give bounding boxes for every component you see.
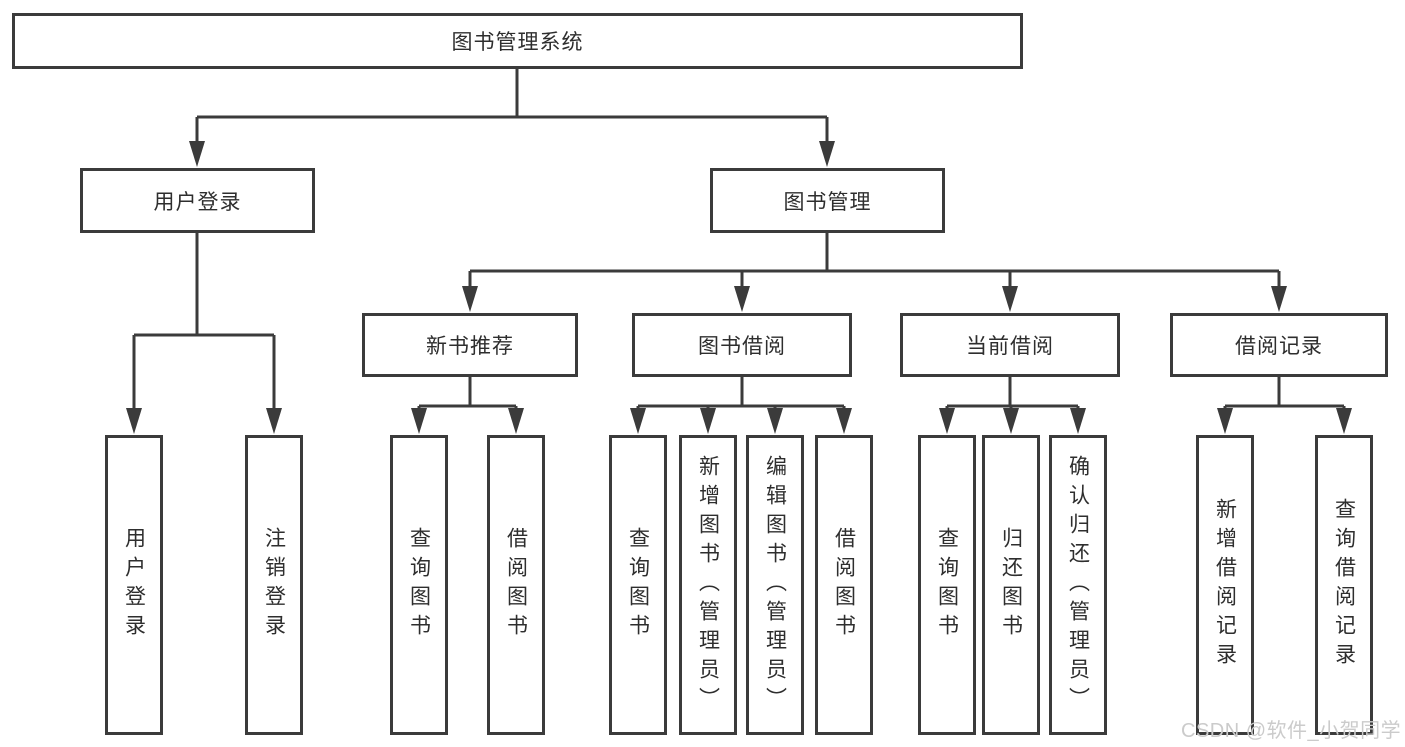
node-current-borrow: 当前借阅 <box>900 313 1120 377</box>
leaf-query-borrow-record: 查询借阅记录 <box>1315 435 1373 735</box>
leaf-logout-login: 注销登录 <box>245 435 303 735</box>
leaf-label: 查询借阅记录 <box>1332 498 1356 672</box>
leaf-label: 确认归还（管理员） <box>1066 454 1090 716</box>
leaf-add-borrow-record: 新增借阅记录 <box>1196 435 1254 735</box>
node-user-login: 用户登录 <box>80 168 315 233</box>
leaf-query-books-recommend: 查询图书 <box>390 435 448 735</box>
node-label: 图书管理 <box>783 190 872 214</box>
leaf-label: 用户登录 <box>122 527 146 643</box>
leaf-user-login: 用户登录 <box>105 435 163 735</box>
leaf-label: 借阅图书 <box>832 527 856 643</box>
leaf-label: 借阅图书 <box>504 527 528 643</box>
node-borrow-records: 借阅记录 <box>1170 313 1388 377</box>
leaf-edit-books-admin: 编辑图书（管理员） <box>746 435 804 735</box>
leaf-borrow-books-recommend: 借阅图书 <box>487 435 545 735</box>
leaf-borrow-books: 借阅图书 <box>815 435 873 735</box>
leaf-return-books: 归还图书 <box>982 435 1040 735</box>
node-new-book-recommend: 新书推荐 <box>362 313 578 377</box>
node-label: 用户登录 <box>153 190 242 214</box>
leaf-add-books-admin: 新增图书（管理员） <box>679 435 737 735</box>
node-label: 借阅记录 <box>1235 335 1323 358</box>
node-book-borrow: 图书借阅 <box>632 313 852 377</box>
node-label: 新书推荐 <box>426 335 514 358</box>
leaf-label: 归还图书 <box>999 527 1023 643</box>
leaf-label: 新增图书（管理员） <box>696 454 720 716</box>
leaf-query-books-borrow: 查询图书 <box>609 435 667 735</box>
leaf-label: 新增借阅记录 <box>1213 498 1237 672</box>
node-library-management-system: 图书管理系统 <box>12 13 1023 69</box>
leaf-query-books-current: 查询图书 <box>918 435 976 735</box>
node-label: 图书借阅 <box>698 335 786 358</box>
node-label: 图书管理系统 <box>451 31 584 54</box>
leaf-label: 查询图书 <box>935 527 959 643</box>
node-label: 当前借阅 <box>966 335 1054 358</box>
node-book-management: 图书管理 <box>710 168 945 233</box>
leaf-label: 查询图书 <box>407 527 431 643</box>
leaf-label: 编辑图书（管理员） <box>763 454 787 716</box>
leaf-label: 注销登录 <box>262 527 286 643</box>
leaf-label: 查询图书 <box>626 527 650 643</box>
csdn-watermark: CSDN @软件_小贺同学 <box>1181 720 1402 742</box>
leaf-confirm-return-admin: 确认归还（管理员） <box>1049 435 1107 735</box>
